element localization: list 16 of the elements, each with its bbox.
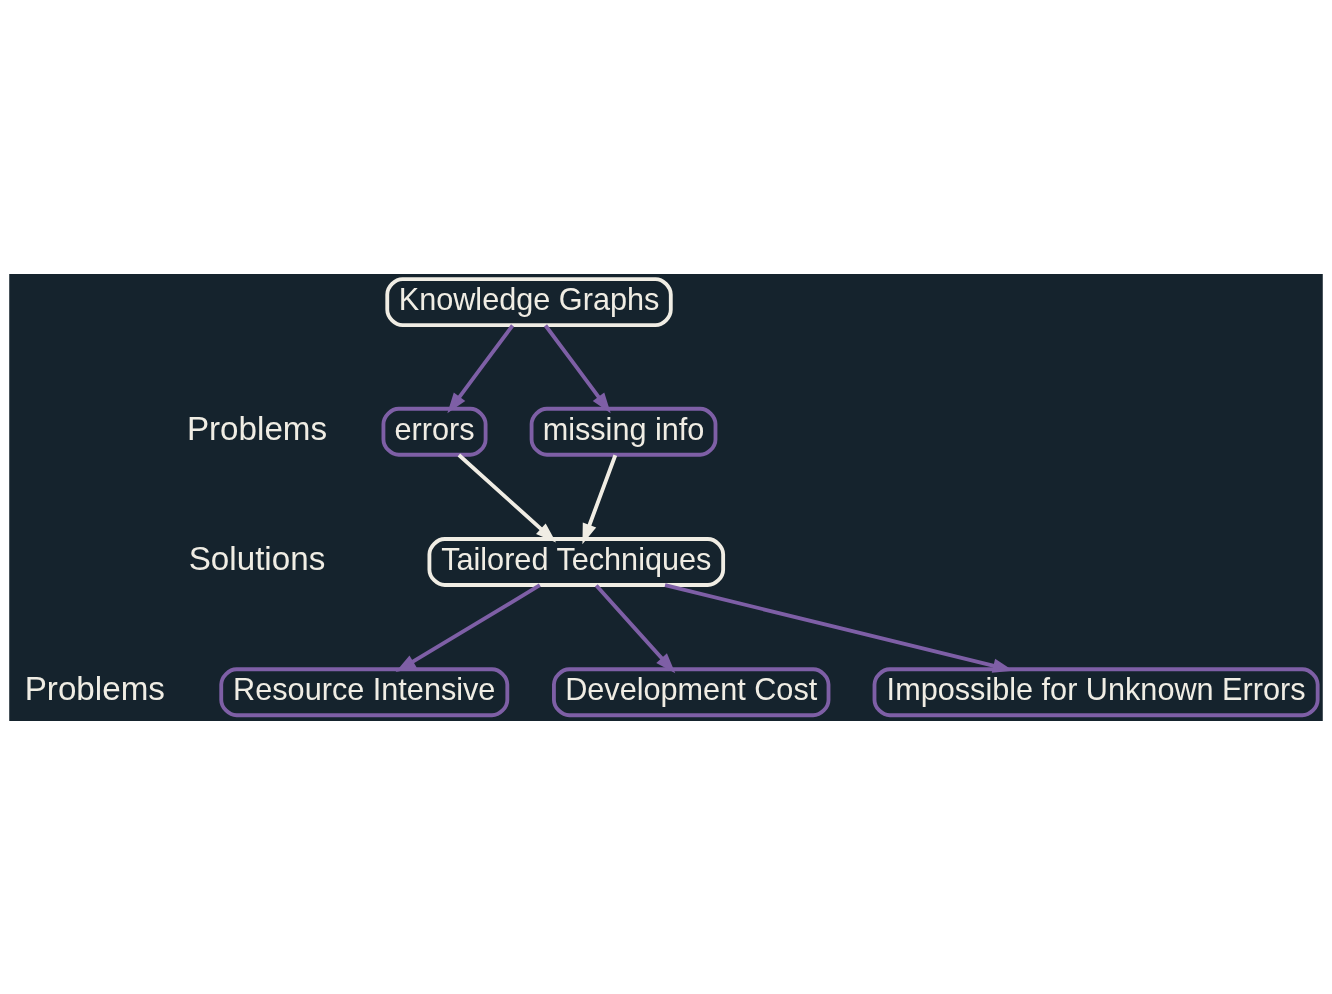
node-box: missing info — [529, 406, 718, 457]
node-box: Development Cost — [552, 666, 831, 717]
arrow — [543, 323, 611, 413]
arrow — [395, 583, 541, 672]
node-box: Impossible for Unknown Errors — [872, 666, 1320, 717]
arrow — [457, 453, 557, 542]
node-box: errors — [381, 406, 488, 457]
node-box: Tailored Techniques — [427, 536, 726, 587]
arrow — [447, 323, 515, 413]
label: Problems — [24, 669, 165, 707]
arrow — [594, 583, 676, 673]
label: Solutions — [188, 539, 326, 577]
arrow — [582, 454, 618, 544]
node-box: Knowledge Graphs — [385, 276, 673, 327]
label: Problems — [186, 409, 328, 447]
node-box: Resource Intensive — [219, 666, 510, 717]
